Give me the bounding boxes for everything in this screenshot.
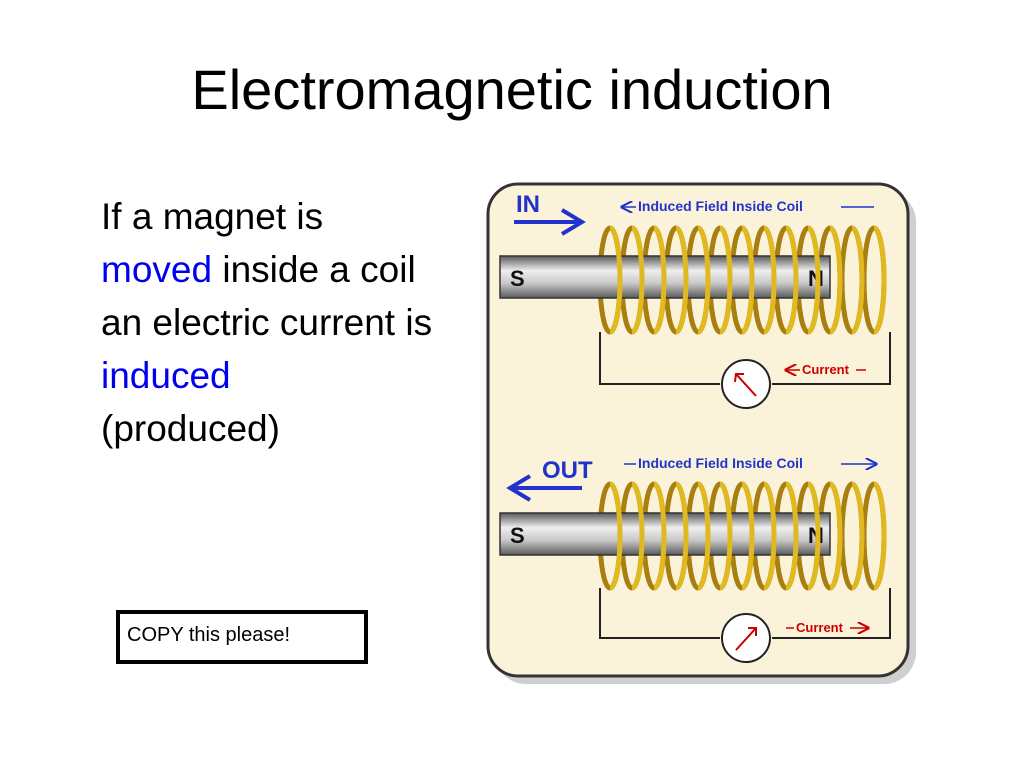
body-text-part3: (produced) xyxy=(101,408,280,449)
bottom-circuit-wire xyxy=(599,588,720,639)
bottom-field-label: Induced Field Inside Coil xyxy=(638,455,803,471)
highlight-induced: induced xyxy=(101,355,231,396)
bottom-section: OUT Induced Field Inside Coil xyxy=(499,455,891,663)
in-label: IN xyxy=(516,191,540,218)
bottom-galvanometer-icon xyxy=(721,613,771,663)
top-section: IN Induced Field Inside Coil xyxy=(499,191,891,409)
top-galvanometer-icon xyxy=(721,359,771,409)
bottom-magnet-s-pole: S xyxy=(510,523,525,548)
out-label: OUT xyxy=(542,457,593,484)
top-current-label: Current xyxy=(802,362,850,377)
body-text-part2: inside a coil an electric current is xyxy=(101,249,433,343)
slide-title: Electromagnetic induction xyxy=(191,58,833,121)
top-field-label: Induced Field Inside Coil xyxy=(638,198,803,214)
bottom-current-label: Current xyxy=(796,620,844,635)
body-text: If a magnet is moved inside a coil an el… xyxy=(101,190,441,455)
arrow-right-icon xyxy=(514,208,586,236)
copy-note-box: COPY this please! xyxy=(116,610,368,664)
top-magnet-s-pole: S xyxy=(510,266,525,291)
arrow-left-icon xyxy=(506,474,582,502)
copy-note-text: COPY this please! xyxy=(127,624,291,646)
body-text-part1: If a magnet is xyxy=(101,196,324,237)
bottom-coil-front xyxy=(609,481,887,591)
top-coil-front xyxy=(609,225,887,335)
top-circuit-wire xyxy=(599,332,720,385)
induction-diagram: IN Induced Field Inside Coil xyxy=(486,182,916,684)
highlight-moved: moved xyxy=(101,249,213,290)
